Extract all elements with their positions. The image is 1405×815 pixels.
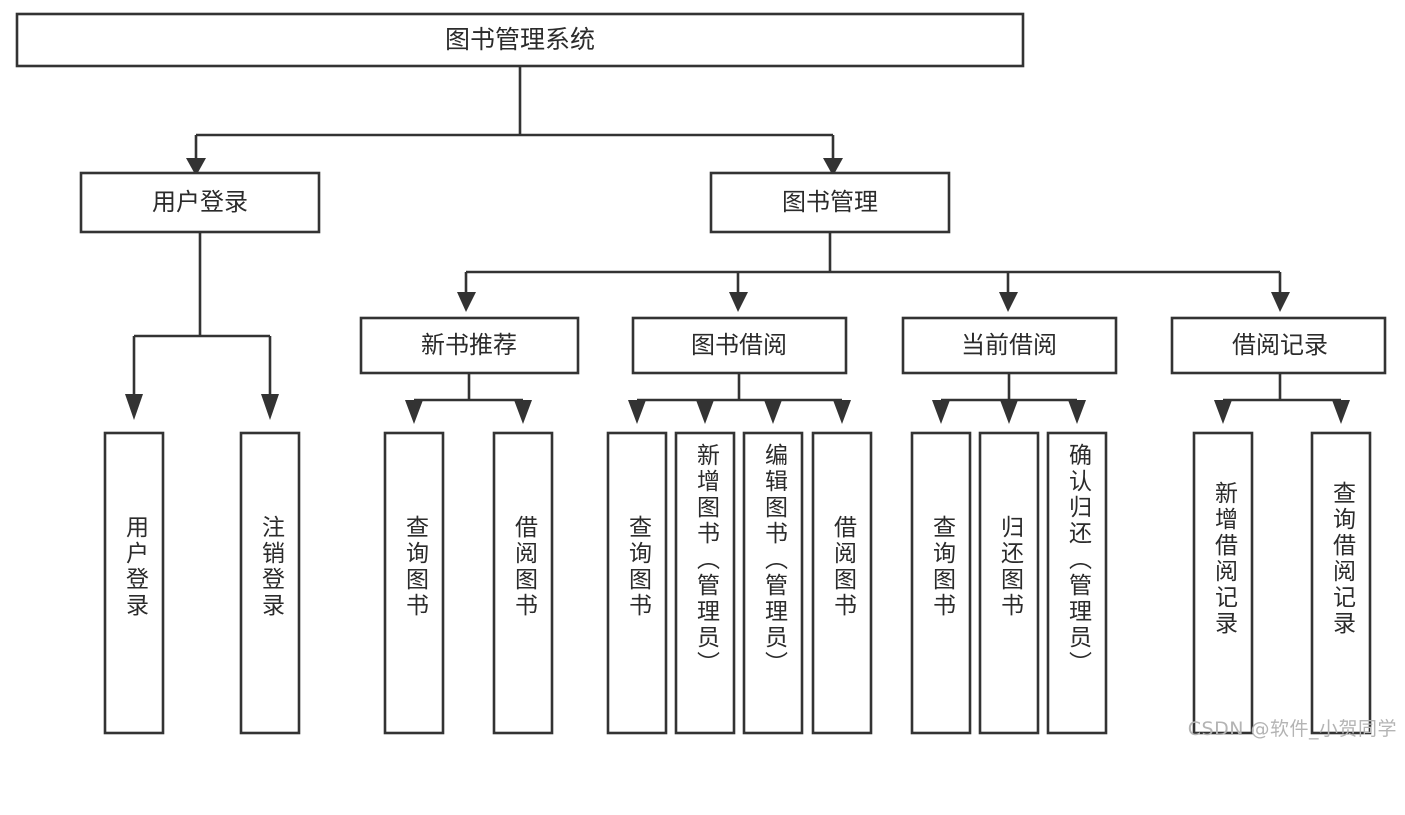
leaf-box-query-book-3[interactable]: [910, 431, 972, 735]
node-book-management[interactable]: 图书管理: [709, 171, 951, 234]
node-new-book-recommend[interactable]: 新书推荐: [359, 316, 580, 375]
node-user-login-label: 用户登录: [152, 188, 248, 216]
leaf-box-return-book[interactable]: [978, 431, 1040, 735]
node-root-label: 图书管理系统: [445, 25, 595, 54]
connector-newbook-to-leaves: [405, 373, 532, 424]
flowchart-canvas: 图书管理系统 用户登录 图书管理 新书推荐 图书借阅 当前借阅: [15, 12, 1397, 740]
leaf-box-query-record[interactable]: [1310, 431, 1372, 735]
node-borrow-record[interactable]: 借阅记录: [1170, 316, 1387, 375]
node-current-borrow-label: 当前借阅: [961, 331, 1057, 359]
flowchart-svg: 图书管理系统 用户登录 图书管理 新书推荐 图书借阅 当前借阅: [15, 12, 1387, 735]
node-book-borrow[interactable]: 图书借阅: [631, 316, 848, 375]
node-book-borrow-label: 图书借阅: [691, 331, 787, 359]
watermark-text: CSDN @软件_小贺同学: [1187, 718, 1397, 740]
node-root[interactable]: 图书管理系统: [15, 12, 1025, 68]
leaf-box-confirm-return[interactable]: [1046, 431, 1108, 735]
leaf-box-borrow-book-1[interactable]: [492, 431, 554, 735]
connector-userlogin-to-leaves: [125, 232, 279, 420]
connector-root-to-level2: [186, 66, 843, 176]
connector-borrowrecord-to-leaves: [1214, 373, 1350, 424]
leaf-box-query-book-1[interactable]: [383, 431, 445, 735]
connector-currentborrow-to-leaves: [932, 373, 1086, 424]
leaf-box-logout[interactable]: [239, 431, 301, 735]
leaf-box-borrow-book-2[interactable]: [811, 431, 873, 735]
leaf-box-edit-book[interactable]: [742, 431, 804, 735]
node-new-book-recommend-label: 新书推荐: [421, 331, 517, 359]
leaf-box-add-book[interactable]: [674, 431, 736, 735]
node-borrow-record-label: 借阅记录: [1232, 331, 1328, 359]
node-book-management-label: 图书管理: [782, 188, 878, 216]
leaf-box-add-record[interactable]: [1192, 431, 1254, 735]
node-user-login[interactable]: 用户登录: [79, 171, 321, 234]
connector-bookmgmt-to-level3: [457, 232, 1290, 312]
leaf-box-user-login[interactable]: [103, 431, 165, 735]
connector-bookborrow-to-leaves: [628, 373, 851, 424]
node-current-borrow[interactable]: 当前借阅: [901, 316, 1118, 375]
leaf-box-query-book-2[interactable]: [606, 431, 668, 735]
